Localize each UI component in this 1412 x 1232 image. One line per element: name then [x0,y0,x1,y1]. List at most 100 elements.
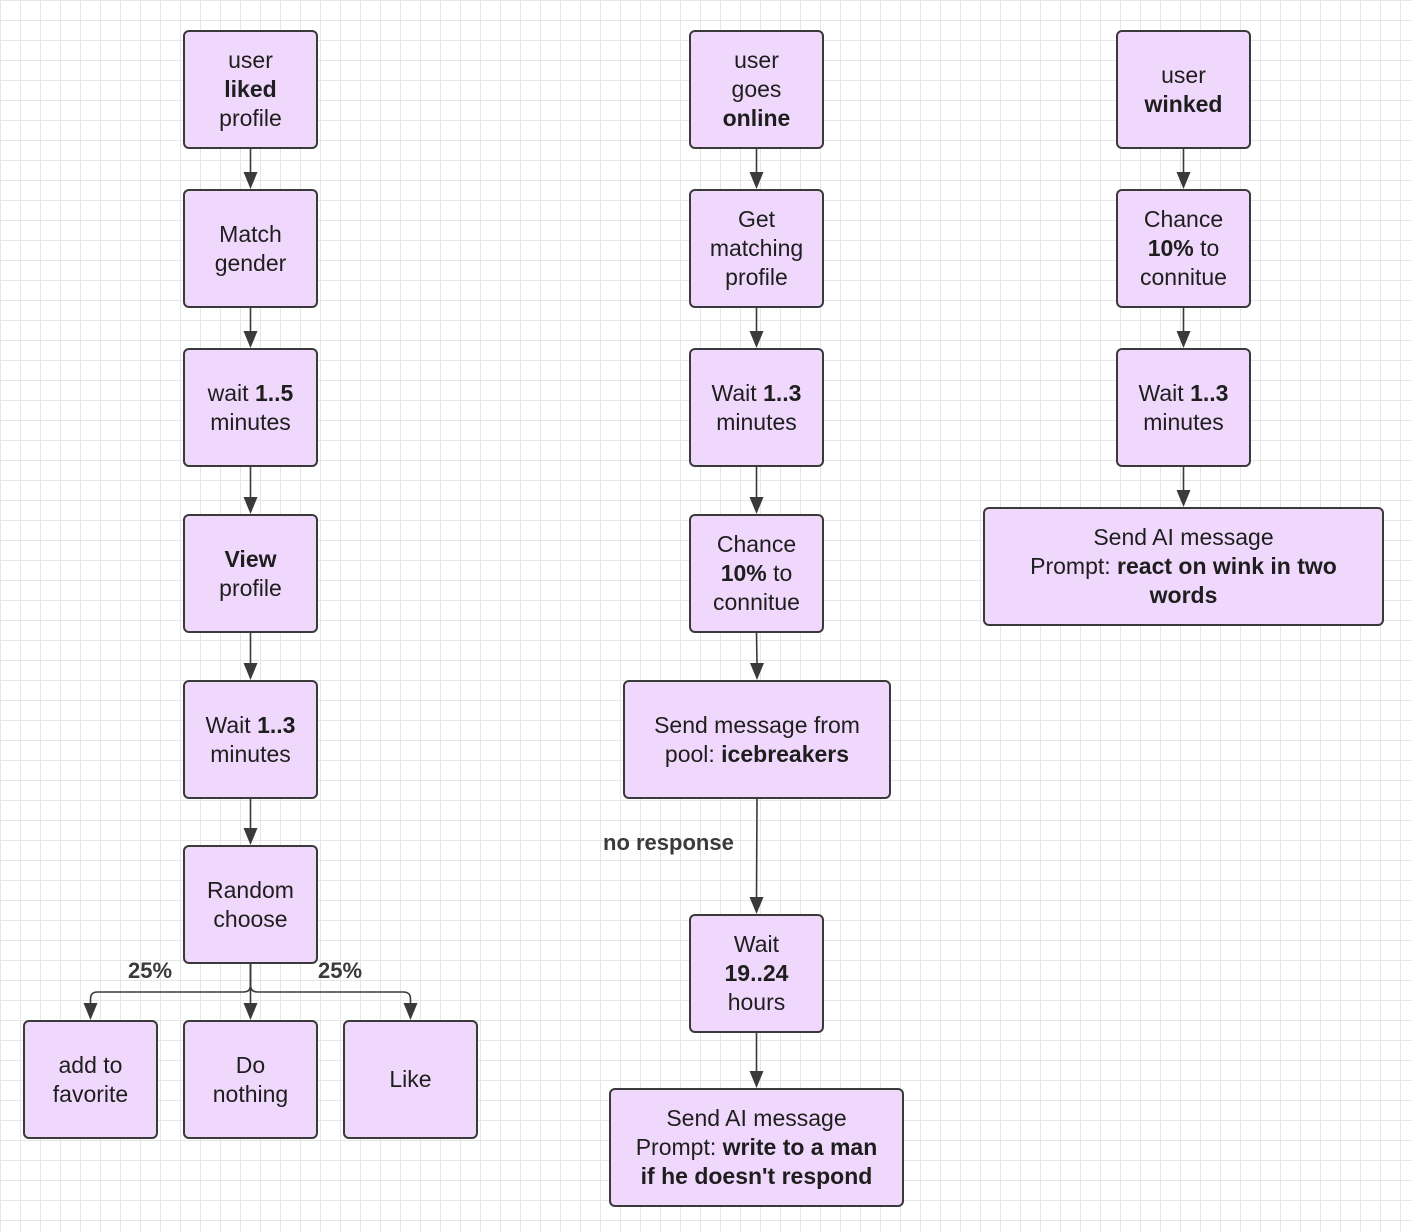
node-text-segment: 19..24 [724,960,789,986]
node-text-segment: Prompt: [635,1134,723,1160]
node-text-segment: minutes [210,408,291,435]
flow-edge [755,798,758,899]
flow-edge [755,632,758,665]
node-text-segment: 10% [1147,235,1194,261]
node-text-segment: favorite [52,1080,129,1107]
node-text-segment: react on wink in two [1117,553,1337,579]
node-text: Get matching profile [710,205,803,292]
node-text-segment: Get [737,206,776,232]
node-text-segment: Send message from [654,711,860,738]
node-text-segment: liked [224,76,277,102]
node-text-segment: Random [207,876,294,903]
arrow-head [243,828,258,845]
node-text-segment: 1..5 [254,379,294,406]
arrow-head [749,1071,764,1088]
arrow-head [243,663,258,680]
arrow-head [1176,172,1191,189]
node-text-segment: Send AI message [666,1105,847,1131]
arrow-head [1176,490,1191,507]
node-text-segment: 1..3 [257,711,296,738]
node-text-segment: Wait [711,379,764,406]
arrow-head [750,663,764,680]
node-text-segment: profile [725,264,788,290]
node-text-segment: Like [389,1066,432,1092]
arrow-head [243,497,258,514]
arrow-head [749,497,764,514]
arrow-head [83,1003,98,1020]
node-text-segment: 1..3 [763,379,802,406]
edge-label-25-percent-left: 25% [128,958,173,983]
node-text-segment: choose [213,905,288,932]
node-text-segment: minutes [1143,408,1224,435]
arrow-head [243,172,258,189]
node-text-segment: words [1149,582,1218,608]
node-text-segment: user [228,47,273,73]
node-text-segment: minutes [716,408,797,435]
node-text-segment: write to a man [722,1134,878,1160]
node-text-segment: Wait [205,711,258,738]
node-text-segment: matching [709,235,804,261]
node-text-segment: goes [731,76,782,102]
node-text-segment: winked [1144,90,1223,117]
arrow-head [749,172,764,189]
node-text-segment: Send AI message [1093,524,1274,550]
node-text-segment: Do [235,1051,266,1078]
node-text-segment: connitue [713,589,800,615]
arrow-head [403,1003,418,1020]
edge-label-25-percent-right: 25% [318,958,363,983]
node-text-segment: pool: [664,740,722,767]
arrow-head [749,331,764,348]
node-text-segment: user [734,47,779,73]
edge-label-no-response: no response [603,830,734,855]
node-user-goes-online[interactable]: user goes online [689,30,824,149]
arrow-head [243,331,258,348]
node-text-segment: online [722,105,791,131]
node-text-segment: Wait [1138,379,1191,406]
node-text-segment: minutes [210,740,291,767]
arrow-head [1176,331,1191,348]
node-like[interactable]: Like [343,1020,478,1139]
node-text-segment: nothing [212,1080,289,1107]
node-text: Like [389,1065,431,1094]
node-text-segment: if he doesn't respond [640,1163,873,1189]
node-text-segment: 10% [720,560,767,586]
node-text-segment: Wait [733,931,780,957]
arrow-head [243,1003,258,1020]
node-text-segment: add to [58,1051,123,1078]
node-text-segment: icebreakers [721,740,850,767]
node-text-segment: View [224,545,277,572]
node-get-matching-profile[interactable]: Get matching profile [689,189,824,308]
node-text-segment: 1..3 [1190,379,1229,406]
node-text: user goes online [723,46,791,133]
